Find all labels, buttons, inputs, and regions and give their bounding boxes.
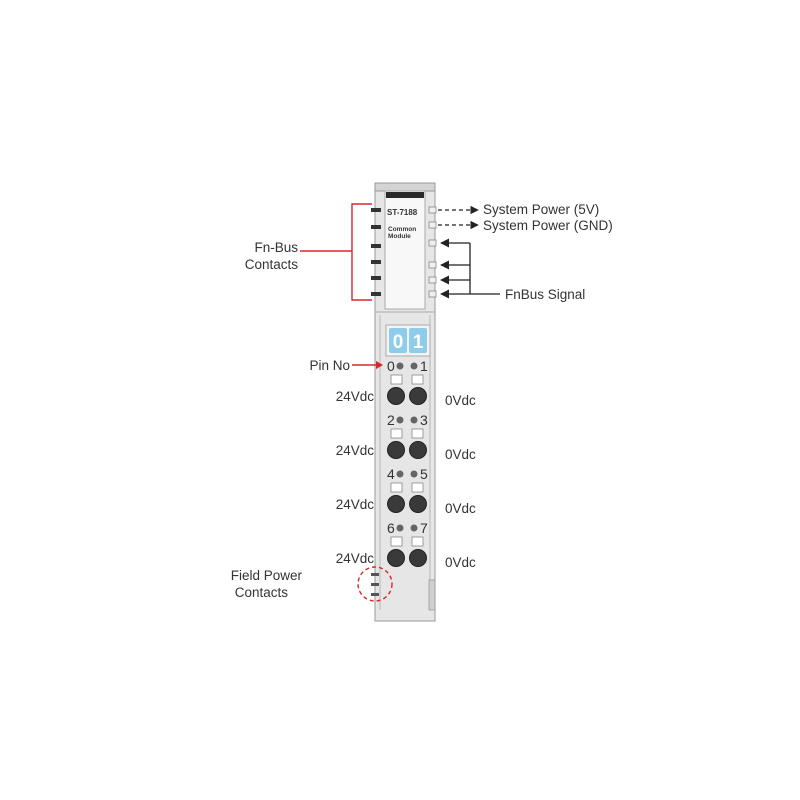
label-field-power-line2: Contacts [235, 585, 289, 600]
release-slot[interactable] [390, 428, 403, 439]
release-slot[interactable] [411, 428, 424, 439]
voltage-label-left: 24Vdc [336, 551, 375, 566]
pin-number-right: 1 [420, 358, 428, 374]
status-led [410, 524, 418, 532]
pin-number-left: 6 [387, 520, 395, 536]
pin-number-left: 4 [387, 466, 395, 482]
pin-number-right: 5 [420, 466, 428, 482]
pin-number-right: 7 [420, 520, 428, 536]
fnbus-pin [371, 208, 381, 212]
fnbus-contact-pins [371, 208, 381, 296]
label-fnbus-contacts-line2: Contacts [245, 257, 299, 272]
status-led [396, 524, 404, 532]
voltage-label-right: 0Vdc [445, 393, 476, 408]
label-dark-strip [386, 192, 424, 198]
status-led [396, 416, 404, 424]
voltage-label-left: 24Vdc [336, 389, 375, 404]
release-slot[interactable] [390, 536, 403, 547]
label-pin-no: Pin No [309, 358, 350, 373]
release-slot[interactable] [390, 482, 403, 493]
label-system-power-5v: System Power (5V) [483, 202, 599, 217]
channel-label-left: 0 [393, 332, 404, 353]
model-number: ST-7188 [387, 208, 418, 217]
fnbus-contact-bump [428, 221, 437, 229]
label-fnbus-signal: FnBus Signal [505, 287, 585, 302]
terminal-row: 2 3 24Vdc 0Vdc [336, 412, 476, 462]
wire-terminal-hole[interactable] [387, 549, 405, 567]
label-system-power-gnd: System Power (GND) [483, 218, 613, 233]
wire-terminal-hole[interactable] [387, 387, 405, 405]
pin-no-callout [352, 361, 383, 369]
voltage-label-right: 0Vdc [445, 447, 476, 462]
fnbus-contact-bump [428, 290, 437, 298]
voltage-label-right: 0Vdc [445, 501, 476, 516]
release-slot[interactable] [411, 536, 424, 547]
fnbus-pin [371, 260, 381, 264]
wire-terminal-hole[interactable] [409, 441, 427, 459]
fnbus-contact-bump [428, 276, 437, 284]
terminal-row: 0 1 24Vdc 0Vdc [336, 358, 476, 408]
status-led [410, 470, 418, 478]
fnbus-contacts-bracket [300, 203, 372, 301]
fnbus-pin [371, 244, 381, 248]
wire-terminal-hole[interactable] [409, 495, 427, 513]
fnbus-pin [371, 225, 381, 229]
wire-terminal-hole[interactable] [387, 441, 405, 459]
voltage-label-right: 0Vdc [445, 555, 476, 570]
terminal-row: 4 5 24Vdc 0Vdc [336, 466, 476, 516]
pin-number-left: 2 [387, 412, 395, 428]
system-power-arrows [438, 205, 479, 230]
pin-number-right: 3 [420, 412, 428, 428]
module-subtitle-line2: Module [388, 233, 411, 240]
status-led [410, 416, 418, 424]
fnbus-pin [371, 292, 381, 296]
field-power-pins [371, 573, 379, 596]
fnbus-contact-bump [428, 261, 437, 269]
release-slot[interactable] [411, 374, 424, 385]
label-area [384, 190, 426, 310]
module-subtitle-line1: Common [388, 226, 416, 233]
label-fnbus-contacts-line1: Fn-Bus [254, 240, 298, 255]
wire-terminal-hole[interactable] [409, 387, 427, 405]
voltage-label-left: 24Vdc [336, 443, 375, 458]
field-power-callout [357, 566, 393, 602]
status-led [396, 362, 404, 370]
wire-terminal-hole[interactable] [409, 549, 427, 567]
label-field-power-line1: Field Power [231, 568, 303, 583]
fnbus-contact-bump [428, 239, 437, 247]
channel-label-right: 1 [413, 332, 424, 353]
fnbus-signal-arrows [440, 238, 500, 299]
channel-led-0 [389, 328, 407, 353]
terminal-row: 6 7 24Vdc 0Vdc [336, 520, 476, 570]
fnbus-contact-bump [428, 206, 437, 214]
status-led [396, 470, 404, 478]
release-slot[interactable] [390, 374, 403, 385]
voltage-label-left: 24Vdc [336, 497, 375, 512]
pin-number-left: 0 [387, 358, 395, 374]
wire-terminal-hole[interactable] [387, 495, 405, 513]
release-slot[interactable] [411, 482, 424, 493]
terminal-rows: 0 1 24Vdc 0Vdc 2 3 24Vdc 0Vdc 4 5 24Vdc 0Vdc 6 7 24Vdc… [336, 358, 476, 570]
fnbus-contact-bumps [428, 206, 437, 298]
channel-led-1 [409, 328, 427, 353]
fnbus-pin [371, 276, 381, 280]
status-led [410, 362, 418, 370]
